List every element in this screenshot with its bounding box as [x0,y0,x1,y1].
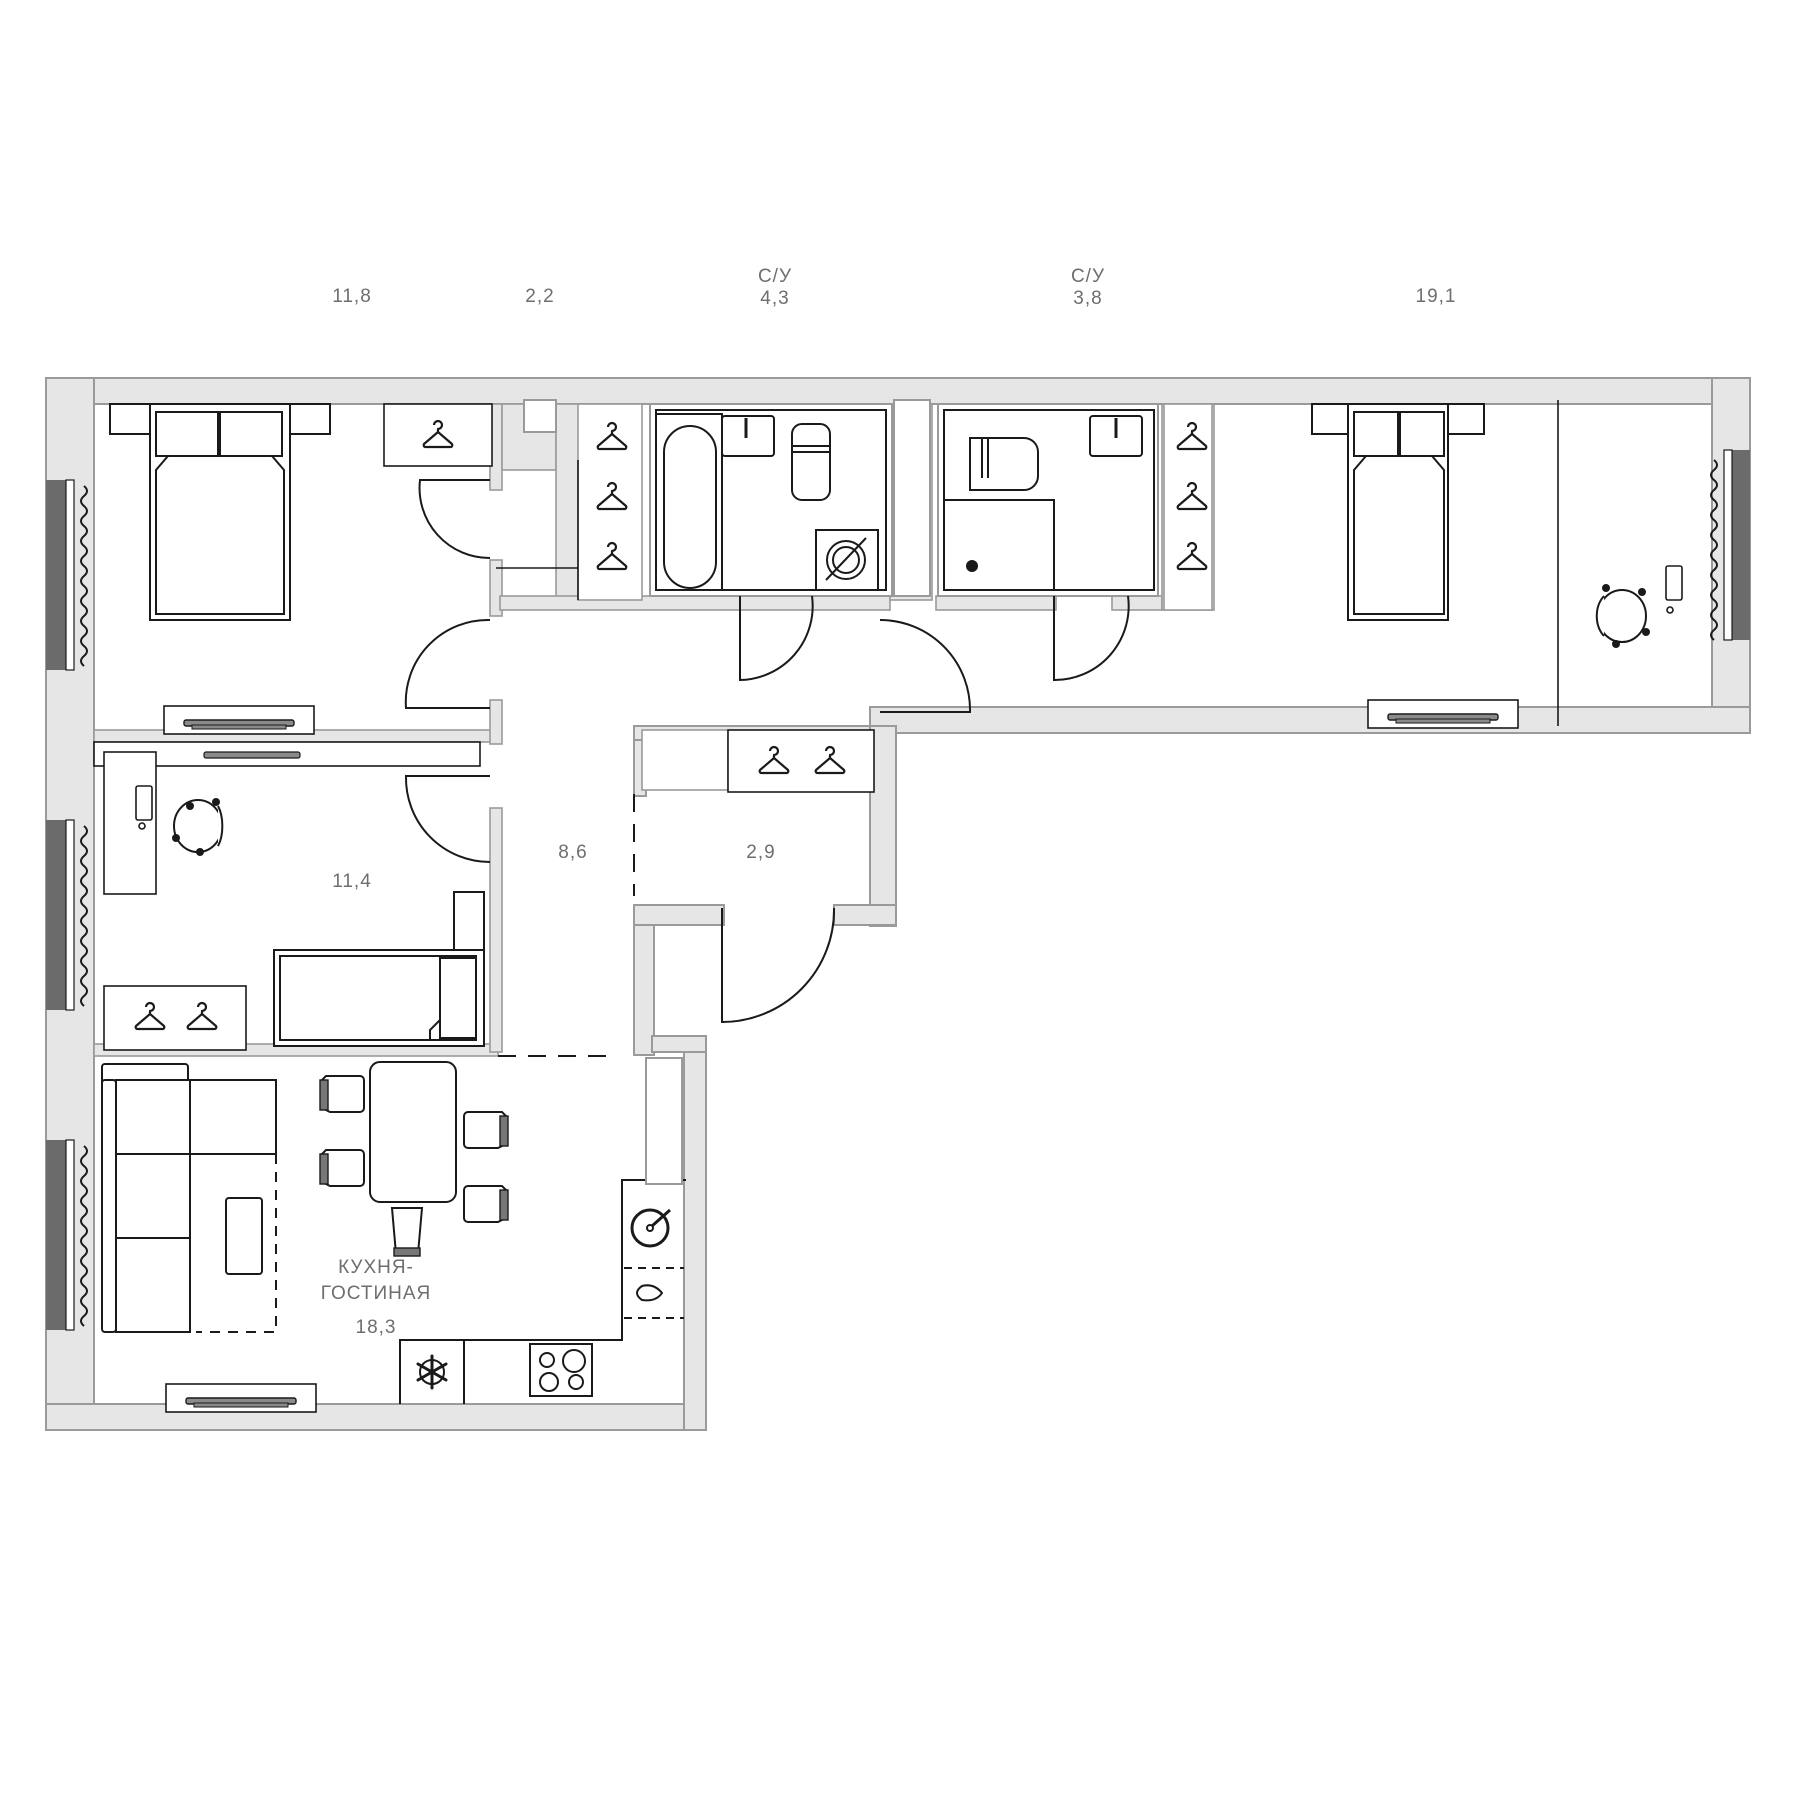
desk-icon [103,751,157,895]
room-name-line-2: ГОСТИНАЯ [320,1283,432,1304]
room-label-bedroom-2: 19,1 [1416,286,1457,308]
double-bed-icon [1311,403,1485,621]
sink-icon [1089,415,1143,457]
bathroom-2-fixtures [937,403,1159,597]
room-label-hallway: 8,6 [558,842,587,864]
shower-drain-icon [943,499,1055,591]
dishwasher-icon [624,1267,684,1319]
wardrobe-icon [93,741,481,767]
room-label-storage-1: 2,2 [525,286,554,308]
double-bed-icon [109,403,331,621]
room-area: 2,9 [746,842,776,863]
room-label-bedroom-3: 11,4 [332,871,372,893]
room-label-bathroom-1: С/У 4,3 [758,266,792,310]
room-name: С/У [1070,266,1106,287]
entry-wardrobe [641,729,875,793]
dining-table-icon [369,1061,457,1203]
wardrobe-hanger-icon [496,403,643,601]
dining-chair-icon [319,1075,509,1257]
bathtub-icon [663,425,717,589]
wardrobe-hanger-icon [383,403,493,467]
room-area: 2,2 [525,286,555,307]
room-name: С/У [757,266,793,287]
room-name-line-1: КУХНЯ- [338,1257,414,1278]
room-area: 3,8 [1073,288,1103,309]
room-label-kitchen-living: КУХНЯ- ГОСТИНАЯ 18,3 [321,1255,431,1341]
room-label-bathroom-2: С/У 3,8 [1071,266,1105,310]
bathroom-1-fixtures [649,403,893,597]
office-chair-icon [1595,584,1650,648]
room-area: 11,8 [332,286,372,307]
kitchen-counter [399,1179,686,1404]
cabinet [645,1057,683,1185]
sofa-icon [101,1063,277,1333]
room-area: 8,6 [558,842,588,863]
room-area: 4,3 [760,288,790,309]
toilet-icon [969,437,1039,491]
kitchen-sink-icon [630,1208,671,1248]
fridge-snowflake-icon [416,1354,448,1390]
room-label-entry: 2,9 [746,842,775,864]
wardrobe-hanger-icon [103,985,247,1051]
room-area: 11,4 [332,871,372,892]
door-swing-icon [404,479,1130,1024]
room-label-bedroom-1: 11,8 [332,286,372,308]
room-area: 18,3 [355,1317,397,1338]
room-area: 19,1 [1415,286,1457,307]
window-icon [46,449,1750,1331]
single-bed-icon [273,891,485,1047]
sink-icon [721,415,775,457]
office-chair-icon [172,798,224,856]
desk-icon [1665,565,1683,614]
wardrobe-hanger-icon [1163,403,1213,611]
toilet-icon [791,423,831,501]
cooktop-icon [529,1343,593,1397]
washing-machine-icon [815,529,879,591]
